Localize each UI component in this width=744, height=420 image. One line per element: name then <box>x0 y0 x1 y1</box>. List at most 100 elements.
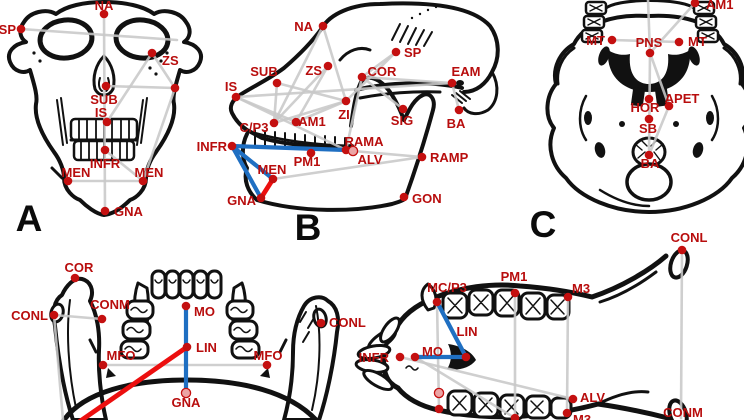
gray-measurement-line <box>271 155 424 181</box>
gray-measurement-line <box>19 27 179 42</box>
landmark-label: RAMP <box>430 150 469 165</box>
landmark-dot <box>398 104 408 114</box>
landmark-dot <box>323 61 333 71</box>
landmark-label: CONL <box>671 230 708 245</box>
gray-measurement-line <box>104 84 177 90</box>
landmark-label: MO <box>194 304 215 319</box>
landmark-dot-halo <box>347 145 359 157</box>
landmark-dot <box>391 47 401 57</box>
landmark-label: LIN <box>196 340 217 355</box>
landmark-dot <box>318 21 328 31</box>
landmark-dot <box>357 72 367 82</box>
landmark-dot-halo <box>433 387 445 399</box>
landmark-dot <box>101 81 111 91</box>
gray-measurement-line <box>272 24 325 125</box>
landmark-dot <box>231 92 241 102</box>
landmark-label: SIG <box>391 113 413 128</box>
landmark-dot <box>182 342 192 352</box>
landmark-dot <box>690 0 700 8</box>
landmark-label: MFO <box>107 348 136 363</box>
panel-letter: A <box>16 198 43 239</box>
landmark-label: MC/P3 <box>427 280 467 295</box>
landmark-dot <box>49 310 59 320</box>
landmark-dot <box>677 245 687 255</box>
landmark-label: PNS <box>636 35 663 50</box>
landmark-dot <box>306 148 316 158</box>
landmark-label: COR <box>65 260 95 275</box>
landmark-dot <box>227 141 237 151</box>
landmark-label: IS <box>225 79 238 94</box>
landmark-dot <box>432 297 442 307</box>
landmark-dot <box>644 94 654 104</box>
gray-measurement-line <box>105 51 154 124</box>
landmark-label: CONM <box>663 405 703 420</box>
gray-measurement-line <box>679 248 684 420</box>
landmark-label: BA <box>641 156 660 171</box>
gray-measurement-line <box>150 51 177 90</box>
landmark-dot <box>262 360 272 370</box>
landmark-dot <box>291 117 301 127</box>
gray-measurement-line <box>360 75 405 111</box>
landmark-label: MFO <box>254 348 283 363</box>
landmark-dot <box>170 83 180 93</box>
landmark-dot <box>644 114 654 124</box>
landmark-dot <box>395 352 405 362</box>
landmark-label: GNA <box>172 395 202 410</box>
landmark-dot <box>63 176 73 186</box>
landmark-label: PM1 <box>501 269 528 284</box>
landmark-dot <box>97 314 107 324</box>
landmark-label: MT <box>688 34 707 49</box>
landmark-label: CONL <box>11 308 48 323</box>
landmark-label: MO <box>422 344 443 359</box>
landmark-dot <box>399 192 409 202</box>
landmark-label: ALV <box>580 390 605 405</box>
gray-measurement-line <box>272 81 279 125</box>
landmark-dot <box>674 37 684 47</box>
gray-measurement-line <box>351 149 424 159</box>
gray-measurement-line <box>321 24 348 103</box>
gray-measurement-line <box>52 313 65 420</box>
landmark-label: LIN <box>457 324 478 339</box>
landmark-label: INFR <box>197 139 228 154</box>
landmark-label: AM1 <box>298 114 325 129</box>
gray-measurement-line <box>648 51 671 108</box>
blue-measurement-line <box>229 143 349 153</box>
landmark-dot <box>272 78 282 88</box>
landmark-dot <box>410 352 420 362</box>
gray-measurement-line <box>647 104 671 157</box>
blue-measurement-line <box>229 143 264 201</box>
gray-measurement-line <box>450 81 461 112</box>
blue-measurement-line <box>229 143 276 182</box>
landmark-label: COR <box>368 64 398 79</box>
panel-letter: B <box>295 207 322 248</box>
landmark-label: SUB <box>250 64 277 79</box>
landmark-dot <box>510 288 520 298</box>
landmark-label: EAM <box>452 64 481 79</box>
landmark-label: HOR <box>631 100 661 115</box>
landmark-label: M3 <box>572 281 590 296</box>
landmark-dot <box>99 9 109 19</box>
landmark-dot <box>510 413 520 420</box>
landmark-dot <box>341 96 351 106</box>
landmark-label: CONM <box>90 297 130 312</box>
landmark-label: GNA <box>227 193 257 208</box>
blue-measurement-line <box>434 299 469 360</box>
landmark-label: PM1 <box>294 154 321 169</box>
landmark-label: INFR <box>90 156 121 171</box>
landmark-dot <box>70 273 80 283</box>
gray-measurement-line <box>234 81 454 99</box>
landmark-label: IS <box>95 105 108 120</box>
landmark-label: SP <box>0 22 16 37</box>
landmark-dot <box>645 48 655 58</box>
posterior-mandible-art <box>49 269 341 420</box>
landmark-label: AM1 <box>706 0 733 12</box>
landmark-dot-halo <box>180 387 192 399</box>
landmark-label: ZS <box>162 53 179 68</box>
